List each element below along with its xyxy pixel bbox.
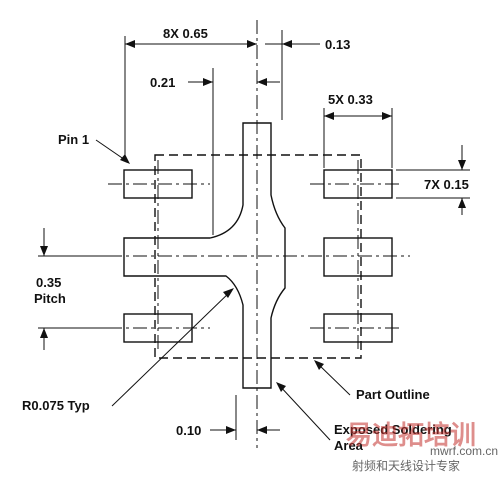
dim-8x-0-65: 8X 0.65 (124, 26, 257, 160)
dim-0-21: 0.21 (150, 68, 280, 235)
dim-7x-0-15: 7X 0.15 (396, 145, 470, 215)
label-pin1: Pin 1 (58, 132, 89, 147)
part-outline (154, 154, 362, 359)
label-pitch: Pitch (34, 291, 66, 306)
callout-part-outline: Part Outline (314, 360, 430, 402)
label-radius: R0.075 Typ (22, 398, 90, 413)
dim-5x-0-33: 5X 0.33 (323, 92, 393, 168)
label-part-outline: Part Outline (356, 387, 430, 402)
callout-exposed-area: Exposed Soldering Area (276, 382, 452, 453)
watermark-brand: 射频和天线设计专家 (352, 458, 460, 473)
label-0-10: 0.10 (176, 423, 201, 438)
dim-0-13: 0.13 (265, 30, 350, 120)
label-0-13: 0.13 (325, 37, 350, 52)
watermark: 易迪拓培训 mwrf.com.cn 射频和天线设计专家 (346, 420, 498, 473)
label-8x-0-65: 8X 0.65 (163, 26, 208, 41)
callout-radius: R0.075 Typ (22, 288, 234, 413)
label-5x-0-33: 5X 0.33 (328, 92, 373, 107)
label-0-21: 0.21 (150, 75, 175, 90)
dim-0-10: 0.10 (176, 395, 280, 440)
exposed-soldering-pad (123, 122, 286, 389)
dim-0-35-pitch: 0.35 Pitch (34, 228, 120, 350)
label-exposed-line2: Area (334, 438, 364, 453)
label-0-35: 0.35 (36, 275, 61, 290)
label-7x-0-15: 7X 0.15 (424, 177, 469, 192)
watermark-logo: 易迪拓培训 (346, 420, 476, 450)
watermark-site: mwrf.com.cn (430, 444, 498, 458)
label-exposed-line1: Exposed Soldering (334, 422, 452, 437)
callout-pin1: Pin 1 (58, 132, 130, 164)
